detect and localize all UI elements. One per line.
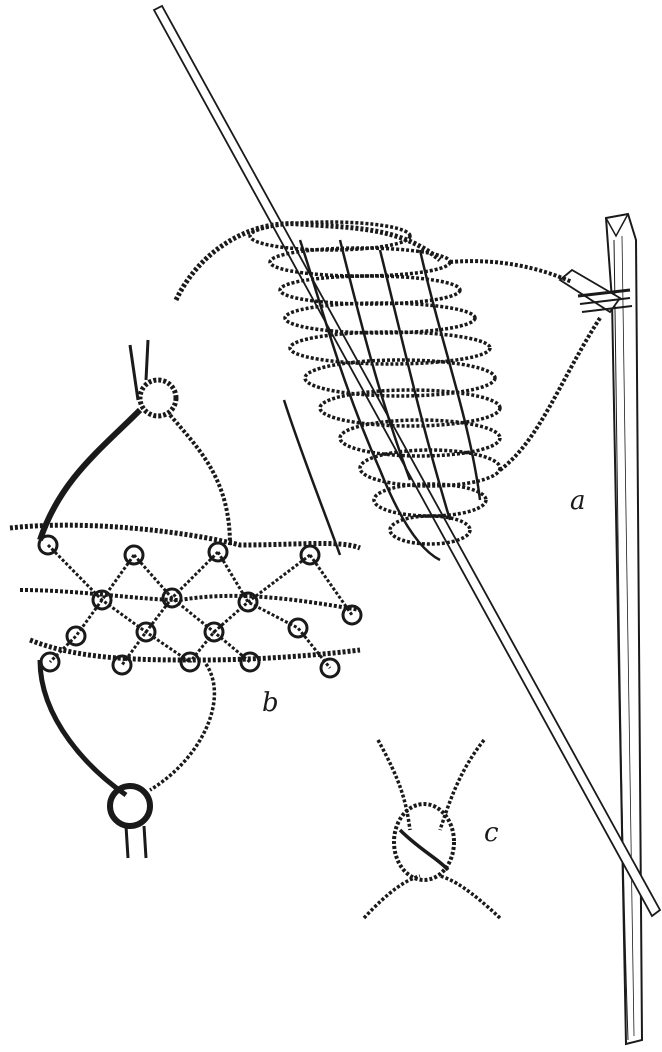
mesh-diagram xyxy=(10,340,361,858)
label-a: a xyxy=(570,488,586,514)
label-c: c xyxy=(484,820,499,846)
knot-diagram xyxy=(364,740,500,918)
label-b: b xyxy=(262,690,279,716)
mesh-rod xyxy=(154,6,660,916)
upright-post xyxy=(606,214,642,1044)
